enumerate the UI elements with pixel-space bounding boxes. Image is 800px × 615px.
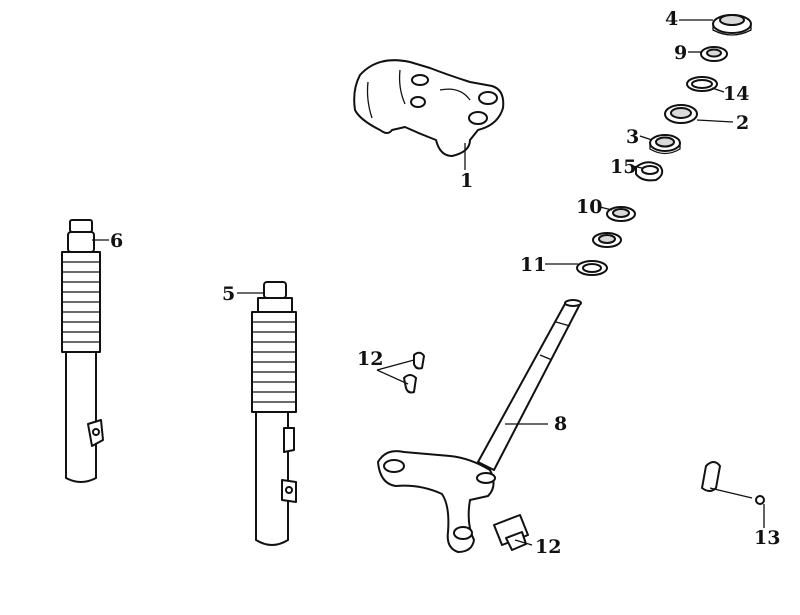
cable-guide-part [493,514,529,551]
steering-stem-part [377,299,582,553]
leader-2 [696,119,734,123]
leader-15 [631,165,643,169]
callout-8: 8 [554,413,568,435]
callout-5: 5 [222,283,236,305]
leader-3 [639,135,653,141]
lock-washer-part [700,46,728,62]
leader-12a-lower [376,369,409,385]
clip-pair-part [403,351,425,394]
leader-14 [711,87,725,93]
lower-bearing-part [592,232,622,248]
callout-1: 1 [460,170,474,192]
callout-14: 14 [723,83,750,105]
callout-13: 13 [754,527,781,549]
split-ring-part [635,161,664,182]
callout-11: 11 [520,254,547,276]
callout-15: 15 [610,156,637,178]
leader-lines [92,19,765,546]
leader-12b [514,539,533,546]
leader-12a-upper [376,359,415,371]
callout-10: 10 [576,196,603,218]
callout-4: 4 [665,8,679,30]
clamp-screw-part [701,461,765,505]
top-nut-part [712,14,752,36]
left-fork-leg-part [61,219,104,483]
lower-cup-part [606,206,636,222]
callout-12-clips: 12 [357,348,384,370]
right-fork-leg-part [251,281,297,546]
callout-12-guide: 12 [535,536,562,558]
callout-9: 9 [674,42,688,64]
leader-10 [599,206,613,211]
upper-bearing-part [649,134,681,155]
lower-race-part [576,260,608,276]
callout-2: 2 [736,112,750,134]
callout-6: 6 [110,230,124,252]
top-bridge-part [353,59,505,157]
thin-ring-part [686,76,718,92]
upper-race-part [664,104,698,124]
callout-3: 3 [626,126,640,148]
